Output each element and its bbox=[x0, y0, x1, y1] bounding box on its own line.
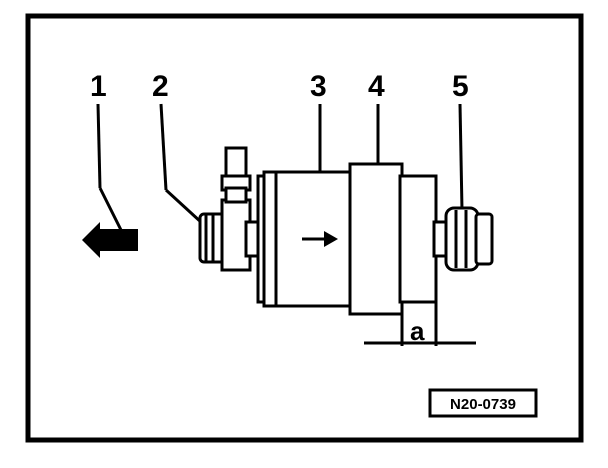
leader-line-5 bbox=[458, 103, 464, 211]
dimension-label: a bbox=[410, 316, 425, 346]
callout-5: 5 bbox=[452, 70, 469, 103]
leader-line-1b bbox=[98, 187, 124, 233]
dimension-a bbox=[364, 302, 476, 346]
arrow-left-icon bbox=[82, 222, 138, 258]
filter-clamp bbox=[348, 162, 404, 316]
housing-rear bbox=[398, 174, 438, 304]
callout-3: 3 bbox=[310, 70, 327, 103]
vent-connector bbox=[220, 146, 252, 204]
callout-4: 4 bbox=[368, 70, 385, 103]
callout-2: 2 bbox=[152, 70, 169, 103]
arrow-right-icon bbox=[302, 231, 338, 247]
outlet-fitting bbox=[432, 206, 494, 272]
leader-line-2 bbox=[159, 103, 168, 191]
reference-code: N20-0739 bbox=[450, 396, 516, 413]
callout-1: 1 bbox=[90, 70, 107, 103]
reference-box bbox=[428, 388, 538, 418]
leader-lines bbox=[96, 103, 464, 236]
leader-line-1 bbox=[96, 103, 102, 189]
